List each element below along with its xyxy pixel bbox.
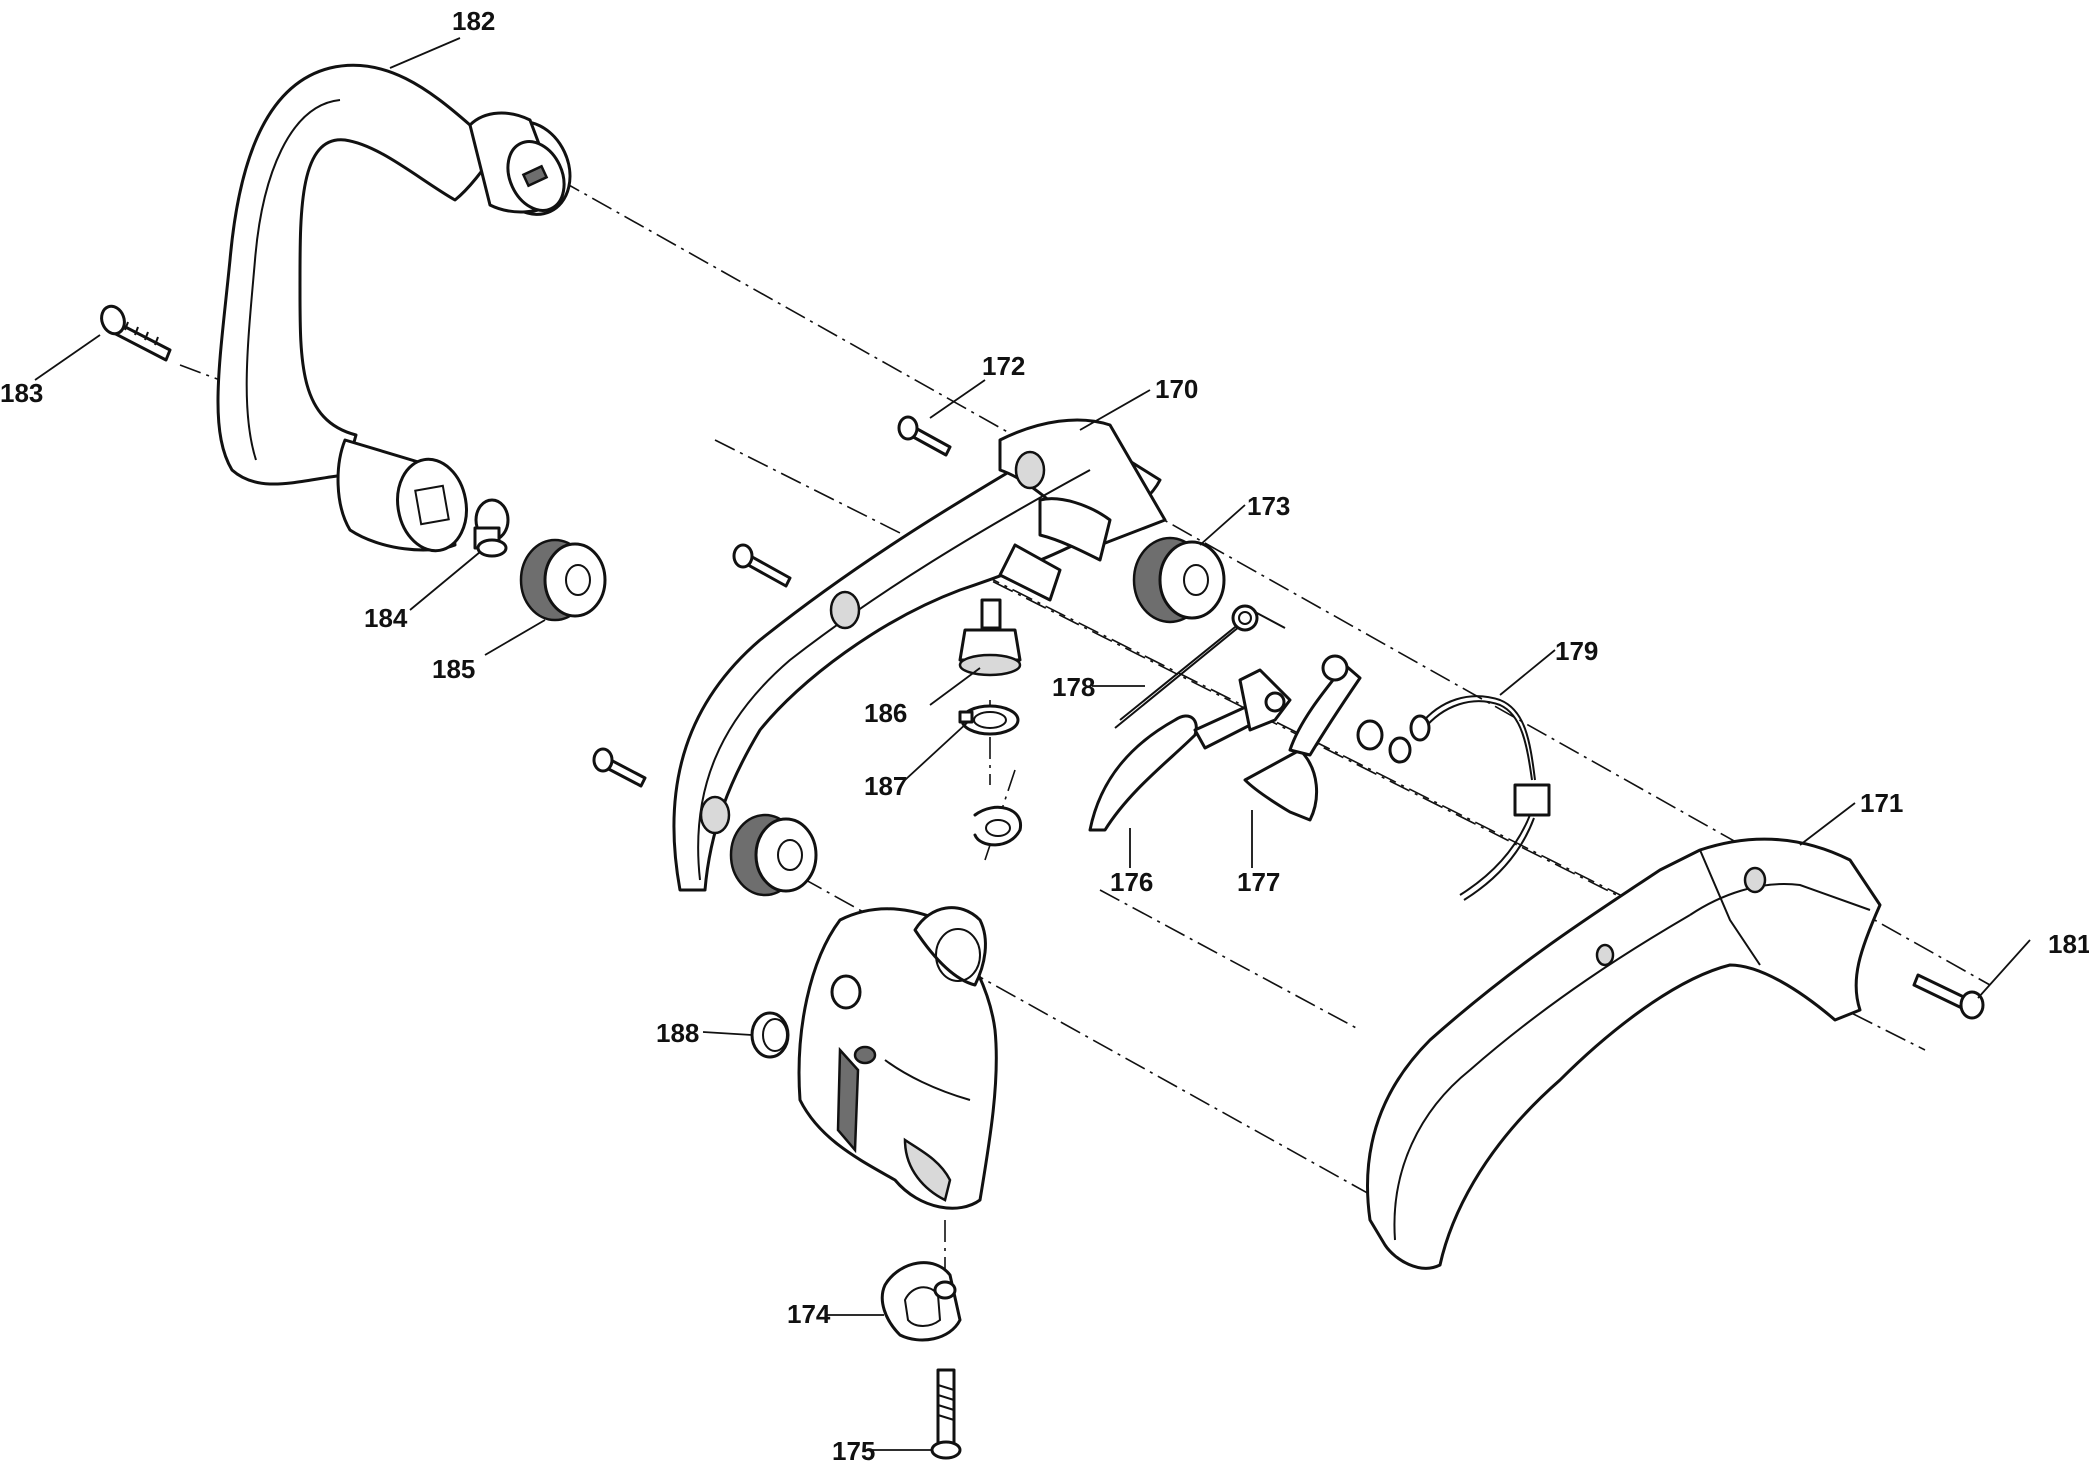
spring-178 [1114, 604, 1286, 729]
label-177: 177 [1237, 867, 1280, 897]
screw-unlabeled-a [732, 543, 792, 588]
trigger-177 [1243, 654, 1412, 822]
screw-unlabeled-b [592, 747, 647, 788]
leader-lines [34, 37, 2031, 1451]
cable-179 [1409, 695, 1551, 901]
label-186: 186 [864, 698, 907, 728]
part-labels: 182 183 184 185 172 170 173 186 187 178 … [0, 6, 2089, 1466]
switch-186 [958, 598, 1022, 677]
label-184: 184 [364, 603, 408, 633]
label-174: 174 [787, 1299, 831, 1329]
label-187: 187 [864, 771, 907, 801]
handle-bar [216, 63, 572, 553]
screw-181 [1912, 973, 1985, 1020]
label-181: 181 [2048, 929, 2089, 959]
screw-172 [897, 415, 952, 457]
plug-188 [750, 1011, 790, 1059]
spacer-184 [473, 498, 510, 558]
label-173: 173 [1247, 491, 1290, 521]
label-179: 179 [1555, 636, 1598, 666]
damper-lower [729, 813, 818, 897]
rear-handle-body [797, 906, 998, 1210]
label-171: 171 [1860, 788, 1903, 818]
handle-half-171 [1366, 837, 1882, 1270]
label-170: 170 [1155, 374, 1198, 404]
label-188: 188 [656, 1018, 699, 1048]
clamp-174 [880, 1261, 962, 1342]
label-178: 178 [1052, 672, 1095, 702]
label-183: 183 [0, 378, 43, 408]
lock-lever-176 [1088, 668, 1292, 832]
retaining-ring-187 [958, 704, 1020, 736]
label-185: 185 [432, 654, 475, 684]
handle-half-170 [672, 418, 1167, 892]
label-182: 182 [452, 6, 495, 36]
damper-185 [519, 538, 607, 622]
damper-173 [1132, 536, 1226, 624]
screw-183 [100, 304, 172, 362]
assembly-axes [179, 179, 1991, 1290]
label-176: 176 [1110, 867, 1153, 897]
clip-unlabeled [973, 805, 1022, 847]
label-175: 175 [832, 1436, 875, 1466]
screw-175 [930, 1368, 962, 1460]
label-172: 172 [982, 351, 1025, 381]
